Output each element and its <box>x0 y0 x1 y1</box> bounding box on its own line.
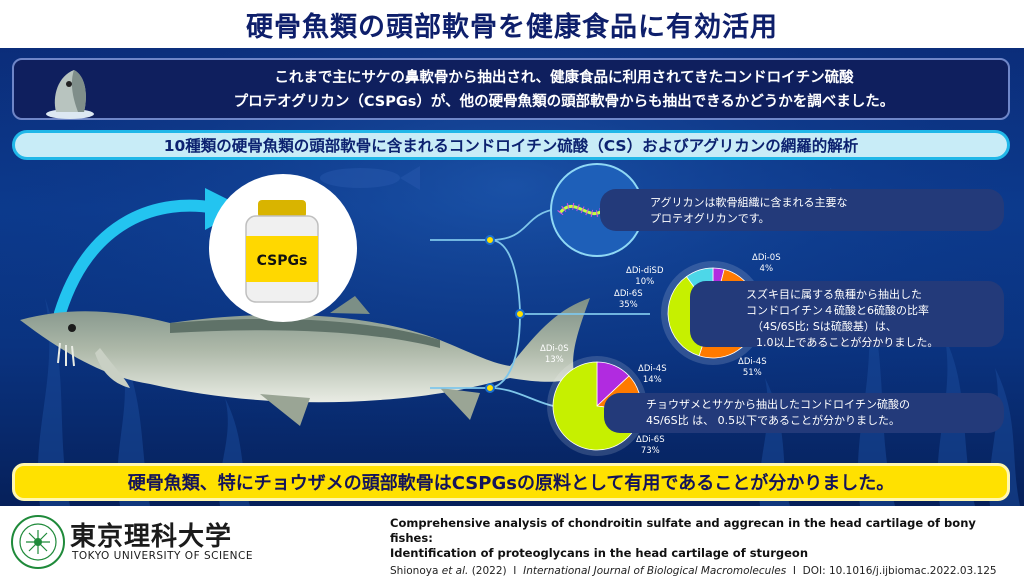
pie1-label-6s: ΔDi-6S 35% <box>614 289 643 311</box>
conclusion-text: 硬骨魚類、特にチョウザメの頭部軟骨はCSPGsの原料として有用であることが分かり… <box>127 473 895 494</box>
subtitle-bar: 10種類の硬骨魚類の頭部軟骨に含まれるコンドロイチン硫酸（CS）およびアグリカン… <box>12 130 1010 160</box>
pie2-label-6s: ΔDi-6S 73% <box>636 435 665 457</box>
pie1-label-4s: ΔDi-4S 51% <box>738 357 767 379</box>
info-box-aggrecan: アグリカンは軟骨組織に含まれる主要な プロテオグリカンです。 <box>600 189 1004 231</box>
salmon-head-icon <box>46 70 94 119</box>
cite-year: (2022) <box>471 565 507 576</box>
info1-line-1: アグリカンは軟骨組織に含まれる主要な <box>650 196 848 209</box>
pie1-4s-pct: 51% <box>742 368 762 378</box>
pie2-4s-pct: 14% <box>642 375 662 385</box>
bottle-label: CSPGs <box>257 253 308 269</box>
citation: Shionoya et al. (2022) I International J… <box>390 565 1010 576</box>
paper-reference: Comprehensive analysis of chondroitin su… <box>390 516 1010 576</box>
info3-line-1: チョウザメとサケから抽出したコンドロイチン硫酸の <box>646 398 910 411</box>
sturgeon-illustration <box>20 296 590 426</box>
cite-doi: DOI: 10.1016/j.ijbiomac.2022.03.125 <box>802 565 997 576</box>
info3-line-2: 4S/6S比 は、 0.5以下であることが分かりました。 <box>646 414 901 427</box>
info2-line-4: 1.0以上であることが分かりました。 <box>756 336 939 349</box>
university-name-jp: 東京理科大学 <box>70 522 233 552</box>
intro-line-1: これまで主にサケの鼻軟骨から抽出され、健康食品に利用されてきたコンドロイチン硫酸 <box>274 70 854 86</box>
pie2-label-0s: ΔDi-0S 13% <box>540 344 569 366</box>
pie2-0s-pct: 13% <box>544 355 564 365</box>
university-name-en: TOKYO UNIVERSITY OF SCIENCE <box>72 550 253 562</box>
cite-journal: International Journal of Biological Macr… <box>523 565 787 576</box>
pie1-label-disd: ΔDi-diSD 10% <box>626 266 664 288</box>
info2-line-2: コンドロイチン４硫酸と6硫酸の比率 <box>746 304 929 317</box>
pie1-disd-pct: 10% <box>635 277 655 287</box>
cite-separator-1: I <box>513 565 517 576</box>
cspgs-bottle-illustration <box>209 174 357 322</box>
info2-line-3: （4S/6S比; Sは硫酸基）は、 <box>752 320 897 333</box>
subtitle-text: 10種類の硬骨魚類の頭部軟骨に含まれるコンドロイチン硫酸（CS）およびアグリカン… <box>163 137 859 155</box>
paper-title-line-1: Comprehensive analysis of chondroitin su… <box>390 516 976 545</box>
cite-etal: et al. <box>441 565 469 576</box>
pie1-0s-name: ΔDi-0S <box>752 253 781 263</box>
cite-separator-2: I <box>792 565 796 576</box>
pie2-label-4s: ΔDi-4S 14% <box>638 364 667 386</box>
main-stage: CSPGs これまで主にサケの鼻軟 <box>0 48 1024 506</box>
paper-title-line-2: Identification of proteoglycans in the h… <box>390 546 809 560</box>
info1-line-2: プロテオグリカンです。 <box>650 212 770 225</box>
pie1-0s-pct: 4% <box>759 264 774 274</box>
page-title: 硬骨魚類の頭部軟骨を健康食品に有効活用 <box>246 11 778 43</box>
footer <box>0 506 1024 576</box>
connector-nodes <box>485 235 525 393</box>
pie2-6s-pct: 73% <box>640 446 660 456</box>
pie1-disd-name: ΔDi-diSD <box>626 266 664 276</box>
title-bar: 硬骨魚類の頭部軟骨を健康食品に有効活用 <box>0 0 1024 48</box>
intro-box: これまで主にサケの鼻軟骨から抽出され、健康食品に利用されてきたコンドロイチン硫酸… <box>12 58 1010 120</box>
pie2-6s-name: ΔDi-6S <box>636 435 665 445</box>
intro-text: これまで主にサケの鼻軟骨から抽出され、健康食品に利用されてきたコンドロイチン硫酸… <box>124 66 1004 114</box>
pie1-label-0s: ΔDi-0S 4% <box>752 253 781 275</box>
pie2-0s-name: ΔDi-0S <box>540 344 569 354</box>
university-seal-logo <box>11 515 65 569</box>
cite-authors: Shionoya <box>390 565 439 576</box>
curved-arrow <box>54 199 221 319</box>
info-box-sturgeon: チョウザメとサケから抽出したコンドロイチン硫酸の 4S/6S比 は、 0.5以下… <box>604 393 1004 433</box>
intro-line-2: プロテオグリカン（CSPGs）が、他の硬骨魚類の頭部軟骨からも抽出できるかどうか… <box>233 94 895 110</box>
pie2-4s-name: ΔDi-4S <box>638 364 667 374</box>
pie1-6s-name: ΔDi-6S <box>614 289 643 299</box>
info-box-perciformes: スズキ目に属する魚種から抽出した コンドロイチン４硫酸と6硫酸の比率 （4S/6… <box>690 281 1004 349</box>
pie1-4s-name: ΔDi-4S <box>738 357 767 367</box>
conclusion-bar: 硬骨魚類、特にチョウザメの頭部軟骨はCSPGsの原料として有用であることが分かり… <box>12 463 1010 501</box>
pie1-6s-pct: 35% <box>618 300 638 310</box>
info2-line-1: スズキ目に属する魚種から抽出した <box>746 288 922 301</box>
